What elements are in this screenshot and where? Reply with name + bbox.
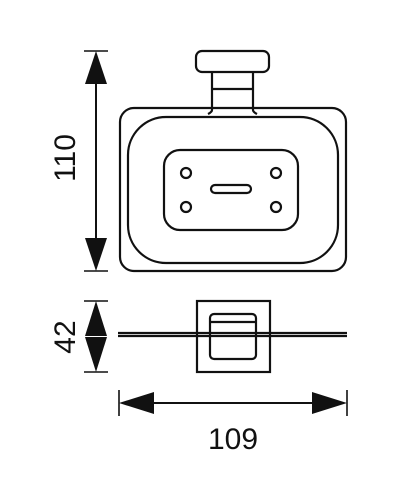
height-dimension (84, 50, 108, 272)
tray-outer (118, 106, 348, 273)
width-arrow-left (119, 392, 154, 414)
side-view (118, 299, 347, 374)
height-label: 110 (49, 134, 82, 182)
bracket-outer (195, 299, 272, 374)
width-dimension (118, 390, 348, 416)
mount-stem (207, 72, 258, 115)
depth-arrow-bottom (85, 337, 107, 372)
width-label: 109 (208, 423, 258, 456)
depth-arrow-top (85, 301, 107, 336)
width-arrow-right (312, 392, 347, 414)
screw-hole-bottom-right (269, 200, 283, 214)
center-slot (209, 183, 253, 195)
depth-dimension (84, 300, 108, 373)
depth-label: 42 (49, 320, 82, 353)
height-arrow-bottom (85, 238, 107, 271)
screw-hole-top-left (179, 166, 193, 180)
mount-cap (194, 49, 271, 74)
screw-hole-top-right (269, 166, 283, 180)
screw-hole-bottom-left (179, 200, 193, 214)
mounting-plate (162, 148, 300, 232)
bracket-inner (208, 312, 258, 361)
height-arrow-top (85, 51, 107, 84)
tray-inner (126, 115, 340, 265)
front-view (118, 49, 348, 273)
